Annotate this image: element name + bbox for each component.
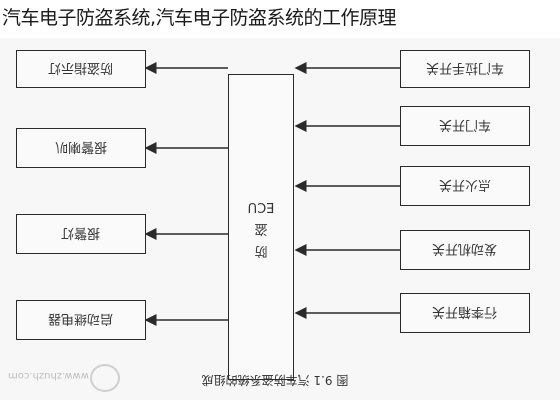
output-box-starter-relay: 启动继电器 [16,300,146,340]
figure-caption: 图 9.1 汽车防盗系统的组成 [201,373,349,387]
input-box-trunk-switch: 行李箱开关 [400,293,530,333]
input-box-door-handle-switch: 车门拉手开关 [400,50,530,88]
output-box-anti-theft-indicator: 防盗指示灯 [16,50,146,88]
anti-theft-ecu-box: 防 盗 ECU [228,74,294,380]
ecu-label: 防 盗 ECU [247,199,275,258]
input-box-engine-switch: 发动机开关 [400,230,530,270]
page-title: 汽车电子防盗系统,汽车电子防盗系统的工作原理 [2,7,397,29]
output-box-alarm-horn: 报警喇叭 [16,128,146,168]
input-box-door-switch: 车门开关 [400,106,530,146]
output-box-alarm-light: 报警灯 [16,214,146,254]
watermark: www.zhuzh.com [8,362,138,396]
input-box-ignition-switch: 点火开关 [400,166,530,206]
watermark-logo-icon [90,364,120,392]
block-diagram: 防盗指示灯 报警喇叭 报警灯 启动继电器 防 盗 ECU 车门拉手开关 车门开关… [0,38,560,400]
connector-arrows [144,62,400,326]
